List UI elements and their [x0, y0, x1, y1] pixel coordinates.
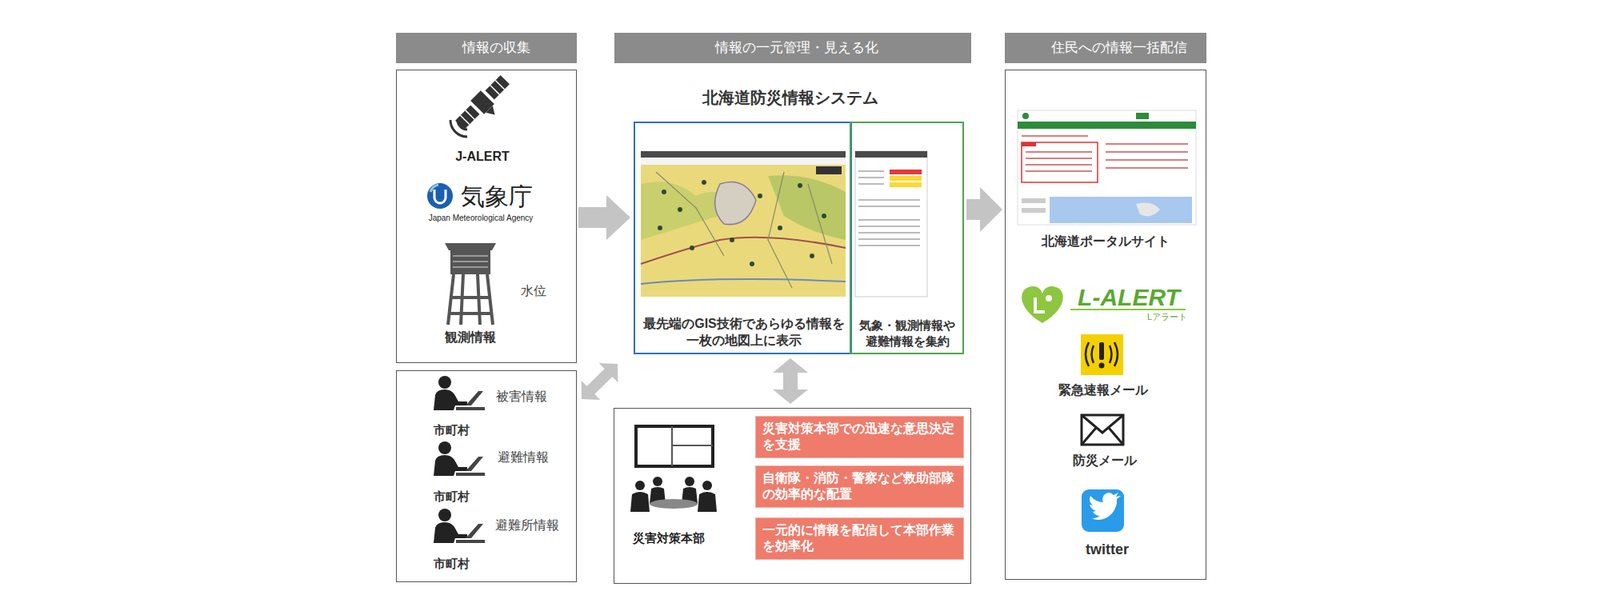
benefit-box: 一元的に情報を配信して本部作業を効率化	[755, 517, 964, 561]
node-text: 避難所情報	[495, 517, 560, 534]
node-text: L-ALERT	[1077, 282, 1180, 313]
node-text: 防災メール	[1072, 452, 1137, 469]
meeting-icon	[630, 426, 717, 512]
node-text: 自衛隊・消防・警察など救助部隊の効率的な配置	[762, 470, 957, 504]
twitter-icon	[1081, 489, 1124, 532]
block-arrow	[578, 195, 631, 240]
signal-waves	[450, 120, 468, 137]
observation-tower	[444, 243, 496, 325]
section-header: 情報の収集	[396, 32, 577, 64]
person-icon	[433, 441, 485, 476]
block-arrow	[966, 187, 1003, 232]
node-text: 緊急速報メール	[1058, 382, 1148, 399]
diagram-title: 北海道防災情報システム	[702, 87, 879, 109]
info-panel-screenshot	[855, 151, 928, 297]
jma-logo	[427, 183, 453, 209]
node-text: 市町村	[433, 556, 470, 572]
node-text: 災害対策本部での迅速な意思決定を支援	[762, 420, 957, 455]
node-text: 市町村	[433, 423, 470, 439]
source-panel: J-ALERT 気象庁Japan Meteorological Agency 水位観…	[396, 69, 577, 364]
envelope-icon	[1081, 415, 1124, 445]
node-text: 災害対策本部	[632, 531, 705, 547]
node-text: 水位	[520, 283, 547, 300]
node-text: 最先端のGIS技術であらゆる情報を 一枚の地図上に表示	[639, 316, 849, 350]
hq-panel: 災害対策本部 災害対策本部での迅速な意思決定を支援自衛隊・消防・警察など救助部隊の…	[613, 408, 972, 584]
block-arrow	[772, 358, 808, 404]
gis-box: 最先端のGIS技術であらゆる情報を 一枚の地図上に表示	[633, 121, 852, 355]
node-text: 観測情報	[444, 329, 496, 346]
node-text: 情報の収集	[462, 39, 531, 56]
node-text: 住民への情報一括配信	[1051, 39, 1188, 56]
municipality-panel: 被害情報市町村避難情報市町村避難所情報市町村	[396, 370, 577, 583]
block-arrow	[581, 363, 619, 400]
node-text: Japan Meteorological Agency	[428, 213, 534, 224]
node-text: J-ALERT	[455, 148, 510, 165]
node-text: 被害情報	[496, 388, 548, 405]
node-text: 気象庁	[460, 181, 533, 212]
node-text: Lアラート	[1147, 312, 1188, 324]
section-header: 住民への情報一括配信	[1004, 32, 1207, 64]
node-text: twitter	[1085, 540, 1129, 560]
alert-icon	[1080, 334, 1124, 376]
node-text: 一元的に情報を配信して本部作業を効率化	[762, 522, 957, 556]
delivery-panel: 北海道ポータルサイト L-ALERTLアラート緊急速報メール防災メール twitte…	[1004, 69, 1207, 580]
person-icon	[433, 376, 485, 411]
node-text: 気象・観測情報や 避難情報を集約	[853, 317, 961, 349]
node-text: 避難情報	[497, 449, 549, 466]
person-icon	[433, 508, 485, 544]
benefit-box: 自衛隊・消防・警察など救助部隊の効率的な配置	[755, 465, 964, 509]
node-text: 情報の一元管理・見える化	[715, 39, 879, 56]
satellite-icon	[452, 72, 518, 138]
node-text: 北海道ポータルサイト	[1041, 233, 1170, 250]
node-text: 市町村	[433, 489, 470, 505]
gis-map-screenshot	[640, 151, 846, 297]
portal-screenshot	[1017, 110, 1196, 225]
benefit-box: 災害対策本部での迅速な意思決定を支援	[755, 416, 964, 460]
aggregate-box: 気象・観測情報や 避難情報を集約	[849, 121, 964, 355]
section-header: 情報の一元管理・見える化	[614, 32, 972, 64]
